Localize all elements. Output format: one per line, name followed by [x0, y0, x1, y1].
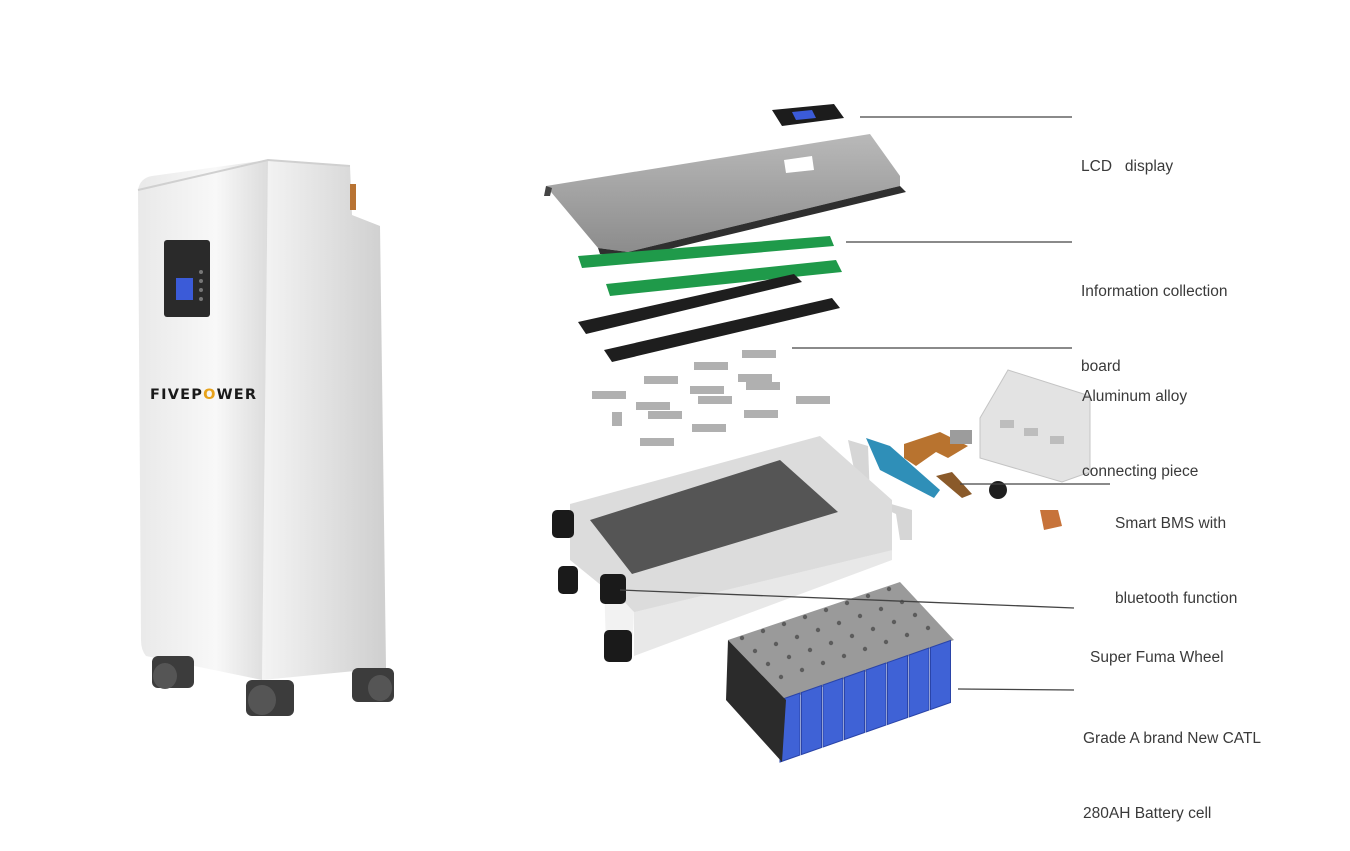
battery-cells: [726, 582, 954, 763]
callout-aluminum-alloy-connecting-piece: Aluminum alloy connecting piece: [1082, 334, 1198, 509]
cell-terminal: [794, 634, 800, 640]
callout-text: 280AH Battery cell: [1083, 805, 1212, 822]
cell-terminal: [849, 633, 855, 639]
busbar-holders: [578, 274, 840, 362]
brand-logo: FIVEPOWER: [150, 387, 257, 403]
cell-terminal: [904, 632, 910, 638]
battery-cell: [887, 654, 908, 726]
callout-text: bluetooth function: [1115, 590, 1238, 607]
cell-terminal: [891, 619, 897, 625]
cell-terminal: [865, 593, 871, 599]
callout-text: board: [1081, 358, 1121, 375]
battery-cell: [822, 677, 844, 748]
battery-tray: [552, 436, 892, 662]
cell-terminal: [886, 586, 892, 592]
cell-terminal: [912, 612, 918, 618]
callout-text: Aluminum alloy: [1082, 388, 1188, 405]
callout-super-fuma-wheel: Super Fuma Wheel: [1090, 595, 1224, 695]
callout-smart-bms: Smart BMS with bluetooth function: [1115, 461, 1237, 636]
cell-terminal: [862, 646, 868, 652]
leader-lines: [619, 116, 1110, 691]
cell-terminal: [786, 654, 792, 660]
cell-terminal: [799, 667, 805, 673]
battery-cell: [844, 669, 865, 741]
callout-text: Information collection: [1081, 283, 1228, 300]
callout-text: Super Fuma Wheel: [1090, 649, 1224, 666]
cell-terminal: [870, 626, 876, 632]
battery-cell: [865, 662, 887, 733]
cell-terminal: [841, 653, 847, 659]
bms-bracket: [979, 369, 1091, 483]
cell-terminal: [802, 614, 808, 620]
cell-side-face: [726, 640, 786, 762]
cell-terminal: [836, 620, 842, 626]
callout-information-collection-board: Information collection board: [1081, 229, 1227, 404]
battery-cabinet: FIVEPOWER: [137, 158, 394, 716]
cell-terminal: [765, 661, 771, 667]
cell-terminal: [781, 621, 787, 627]
cell-terminal: [828, 640, 834, 646]
caster-wheel-icon: [152, 656, 394, 716]
cell-terminal: [807, 647, 813, 653]
callout-lcd-display: LCD display: [1081, 104, 1173, 204]
cell-terminal: [760, 628, 766, 634]
battery-cell: [908, 647, 930, 718]
cell-terminal: [899, 599, 905, 605]
cell-top-face: [728, 582, 954, 700]
callout-text: Grade A brand New CATL: [1083, 730, 1262, 747]
top-lid: [544, 134, 906, 258]
cell-terminal: [752, 648, 758, 654]
callout-text: connecting piece: [1082, 463, 1199, 480]
callout-text: LCD display: [1081, 158, 1174, 175]
cell-terminal: [739, 635, 745, 641]
callout-battery-cell: Grade A brand New CATL 280AH Battery cel…: [1083, 676, 1261, 851]
cabinet-lcd-screen: [164, 240, 210, 317]
cell-terminal: [773, 641, 779, 647]
fuma-wheel-icon: [552, 510, 632, 662]
cell-terminal: [778, 674, 784, 680]
cell-terminal: [823, 607, 829, 613]
battery-cell: [801, 684, 822, 756]
aluminum-connectors: [592, 350, 830, 446]
cell-terminal: [878, 606, 884, 612]
callout-text: Smart BMS with: [1115, 515, 1227, 532]
lcd-module: [772, 104, 844, 126]
cell-terminal: [844, 600, 850, 606]
cell-terminal: [820, 660, 826, 666]
info-collection-board: [578, 236, 842, 296]
cell-terminal: [815, 627, 821, 633]
cell-terminal: [925, 625, 931, 631]
smart-bms: [848, 430, 1062, 540]
battery-cell: [930, 639, 951, 711]
cell-terminal: [857, 613, 863, 619]
cell-terminal: [883, 639, 889, 645]
